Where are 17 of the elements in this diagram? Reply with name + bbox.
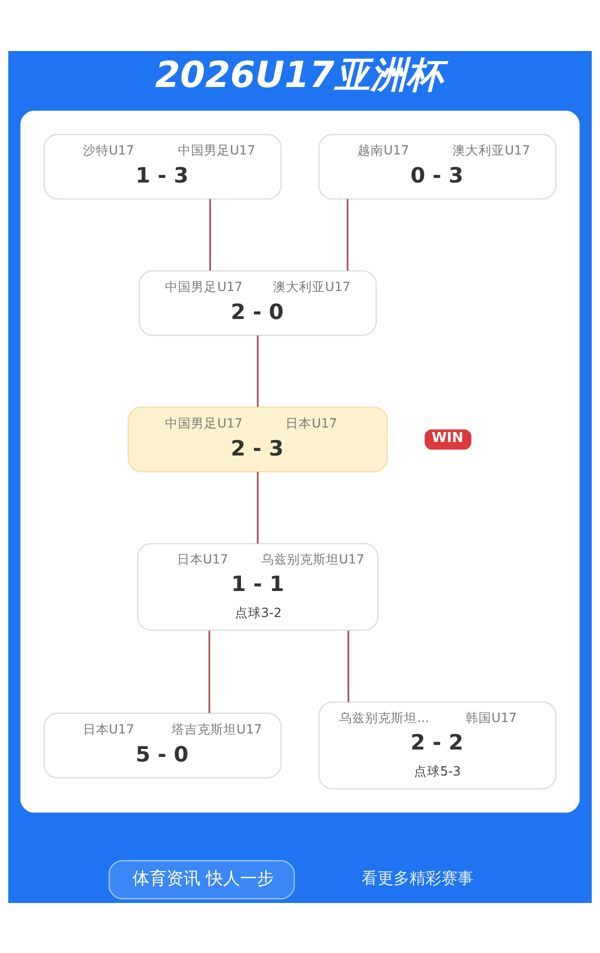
node-box: 中国男足U17 日本U17 2 - 3 — [128, 406, 388, 472]
node-box: 沙特U17 中国男足U17 1 - 3 — [44, 133, 282, 200]
node-box: 日本U17 乌兹别克斯坦U17 1 - 1 点球3-2 — [137, 542, 378, 630]
node-box: 中国男足U17 澳大利亚U17 2 - 0 — [138, 270, 377, 336]
cluster — [20, 110, 580, 812]
connector — [346, 198, 348, 270]
connector — [208, 630, 210, 712]
node-box: 体育资讯 快人一步 — [108, 860, 295, 899]
node-box: 日本U17 塔吉克斯坦U17 5 - 0 — [44, 712, 282, 778]
node-box: 越南U17 澳大利亚U17 0 - 3 — [318, 133, 556, 200]
connector — [256, 334, 259, 406]
label: 看更多精彩赛事 — [361, 868, 474, 887]
connector — [209, 198, 211, 270]
connector — [348, 630, 350, 702]
connector — [256, 471, 259, 543]
node-box: 乌兹别克斯坦... 韩国U17 2 - 2 点球5-3 — [318, 701, 556, 789]
node-label: WIN — [432, 430, 464, 446]
